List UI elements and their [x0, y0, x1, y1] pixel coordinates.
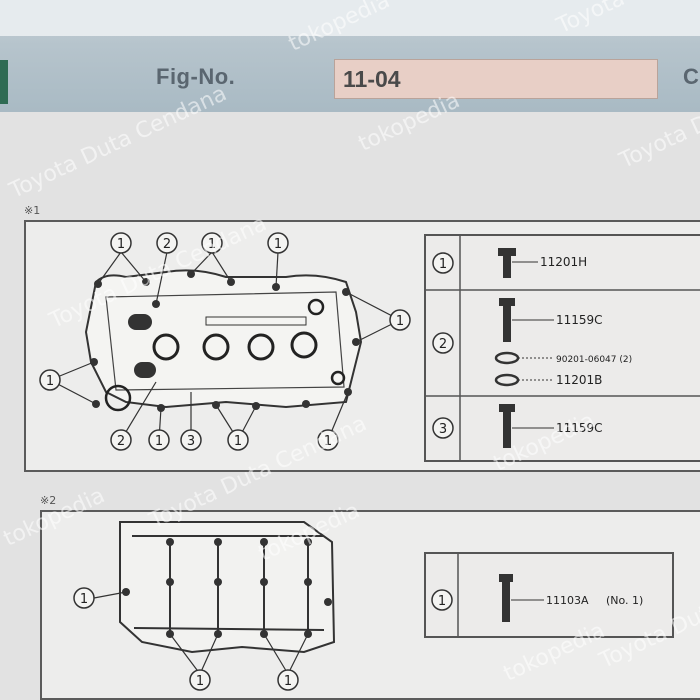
cover-inner [105, 291, 345, 391]
bolt-points [122, 538, 332, 638]
svg-text:1: 1 [208, 237, 216, 252]
ref-callout-1: 1 [432, 252, 454, 274]
plug-hole [290, 331, 318, 359]
section1-parts-table: 1 11201H 2 11159C 90201-06047 (2) 11201B 3 1115… [424, 234, 700, 462]
plug-hole [202, 333, 230, 361]
svg-text:1: 1 [439, 257, 447, 272]
cam-bearings [132, 535, 325, 634]
callout-1: 1 [110, 232, 132, 254]
callout-2: 2 [156, 232, 178, 254]
callout-1: 1 [201, 232, 223, 254]
part-number[interactable]: 11159C [556, 313, 603, 327]
svg-text:1: 1 [274, 237, 282, 252]
svg-text:3: 3 [439, 422, 447, 437]
svg-text:2: 2 [439, 337, 447, 352]
svg-text:2: 2 [117, 434, 125, 449]
bolt-icon [499, 574, 544, 622]
callout-1: 1 [227, 429, 249, 451]
rib [205, 316, 307, 326]
leader-lines [49, 251, 401, 441]
cylinder-head-diagram [93, 521, 336, 675]
sensor-port [307, 298, 325, 316]
oil-cap [104, 384, 132, 412]
fig-no-label: Fig-No. [156, 64, 236, 89]
svg-text:1: 1 [80, 592, 88, 607]
leader-lines [93, 591, 309, 675]
header-stripe [0, 0, 700, 36]
header-bar: Fig-No. 11-04 C [0, 0, 700, 112]
right-label: C [683, 64, 699, 89]
callout-1: 1 [389, 309, 411, 331]
table-labels: 1 11201H 2 11159C 90201-06047 (2) 11201B 3 1115… [432, 252, 632, 439]
callout-1: 1 [73, 587, 95, 609]
cylinder-head-cover-diagram [49, 251, 401, 441]
left-tab[interactable] [0, 60, 8, 104]
svg-text:1: 1 [324, 434, 332, 449]
svg-text:1: 1 [284, 674, 292, 689]
svg-text:1: 1 [396, 314, 404, 329]
ref-callout-3: 3 [432, 417, 454, 439]
part-number[interactable]: 11159C [556, 421, 603, 435]
callout-2: 2 [110, 429, 132, 451]
callout-1: 1 [39, 369, 61, 391]
section1-panel: 1 2 1 1 1 1 2 1 3 1 1 [24, 220, 700, 472]
callout-1: 1 [189, 669, 211, 691]
part-number[interactable]: 11201B [556, 373, 602, 387]
section2-panel: 1 1 1 1 11103A (No. 1) [40, 510, 700, 700]
part-note: (No. 1) [606, 594, 643, 607]
section2-callouts: 1 1 1 [73, 587, 299, 691]
plug-hole [152, 333, 180, 361]
part-number[interactable]: 11201H [540, 255, 587, 269]
callout-1: 1 [148, 429, 170, 451]
callout-3: 3 [180, 429, 202, 451]
callout-1: 1 [277, 669, 299, 691]
fig-no-field[interactable]: 11-04 [334, 59, 658, 99]
cam-feature [134, 362, 156, 378]
svg-text:3: 3 [187, 434, 195, 449]
section1-mark: ※1 [24, 204, 41, 217]
svg-text:1: 1 [196, 674, 204, 689]
gasket-icon [494, 373, 554, 387]
bolt-icon [498, 248, 538, 278]
parts-table-grid [426, 236, 700, 460]
callout-1: 1 [267, 232, 289, 254]
svg-text:2: 2 [163, 237, 171, 252]
bolt-icon [499, 404, 554, 448]
svg-text:1: 1 [46, 374, 54, 389]
washer-icon [494, 351, 554, 365]
bolt-icon [499, 298, 554, 342]
part-number[interactable]: 11103A [546, 594, 589, 607]
sensor-port [330, 370, 346, 386]
section2-mark: ※2 [40, 494, 57, 507]
svg-text:1: 1 [117, 237, 125, 252]
callout-1: 1 [317, 429, 339, 451]
ref-callout-1: 1 [431, 589, 453, 611]
parts-table-grid [457, 554, 544, 636]
svg-text:1: 1 [438, 594, 446, 609]
plug-hole [247, 333, 275, 361]
svg-text:1: 1 [155, 434, 163, 449]
section1-callouts: 1 2 1 1 1 1 2 1 3 1 1 [39, 232, 411, 451]
cam-feature [128, 314, 152, 330]
section2-parts-table: 1 11103A (No. 1) [424, 552, 674, 638]
ref-callout-2: 2 [432, 332, 454, 354]
table-labels: 1 11103A (No. 1) [431, 589, 643, 611]
svg-text:1: 1 [234, 434, 242, 449]
part-number[interactable]: 90201-06047 (2) [556, 355, 632, 365]
